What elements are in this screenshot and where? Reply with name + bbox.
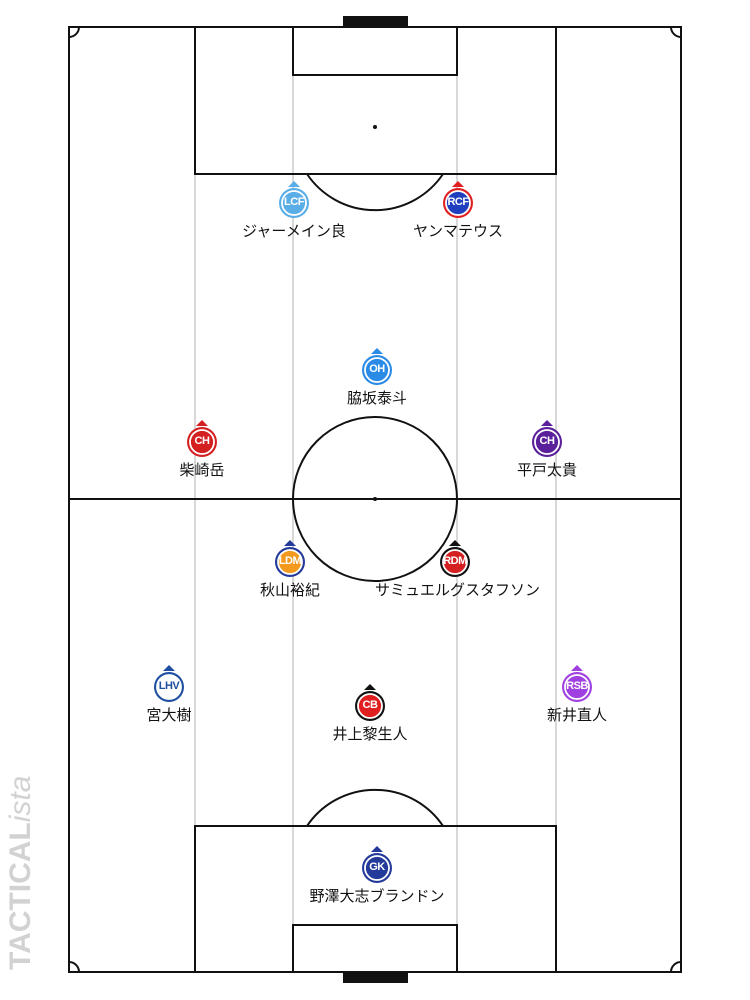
- player-marker: [562, 665, 592, 702]
- player-marker: [275, 540, 305, 577]
- player-token: LCF: [278, 180, 310, 220]
- token-circle: [277, 549, 303, 575]
- tacticalista-watermark: TACTICALista: [4, 776, 38, 970]
- token-circle: [364, 855, 390, 881]
- direction-arrow: [364, 684, 376, 690]
- player-lcf[interactable]: LCF ジャーメイン良: [214, 180, 374, 241]
- position-label: RCF: [447, 196, 469, 208]
- player-cb[interactable]: CB 井上黎生人: [290, 683, 450, 744]
- player-name: 秋山裕紀: [259, 581, 320, 599]
- direction-arrow: [371, 846, 383, 852]
- player-name: サミュエルグスタフソン: [375, 581, 541, 599]
- position-label: LCF: [284, 196, 304, 208]
- direction-arrow: [452, 181, 464, 187]
- position-label: RSB: [566, 680, 588, 692]
- player-name: 野澤大志ブランドン: [309, 887, 445, 905]
- player-oh[interactable]: OH 脇坂泰斗: [297, 347, 457, 408]
- position-label: LHV: [158, 680, 180, 692]
- player-token: LDM: [274, 539, 306, 579]
- token-circle: [445, 190, 471, 216]
- player-marker: [532, 420, 562, 457]
- player-name: ジャーメイン良: [242, 222, 346, 240]
- direction-arrow: [371, 348, 383, 354]
- position-label: CH: [539, 435, 555, 447]
- player-marker: [154, 665, 184, 702]
- player-rdm[interactable]: RDM サミュエルグスタフソン: [375, 539, 541, 600]
- direction-arrow: [163, 665, 175, 671]
- position-label: CB: [362, 699, 378, 711]
- player-name: 柴崎岳: [179, 461, 225, 479]
- player-ch-right[interactable]: CH 平戸太貴: [467, 419, 627, 480]
- player-marker: [362, 348, 392, 385]
- token-circle: [357, 693, 383, 719]
- player-marker: [187, 420, 217, 457]
- player-token: GK: [361, 845, 393, 885]
- direction-arrow: [284, 540, 296, 546]
- player-token: CH: [531, 419, 563, 459]
- direction-arrow: [541, 420, 553, 426]
- player-name: 井上黎生人: [332, 725, 408, 743]
- player-marker: [440, 540, 470, 577]
- watermark-text-italic: ista: [4, 775, 37, 823]
- player-token: RSB: [561, 664, 593, 704]
- token-circle: [564, 674, 590, 700]
- token-circle: [442, 549, 468, 575]
- direction-arrow: [288, 181, 300, 187]
- player-token: LHV: [153, 664, 185, 704]
- position-label: OH: [369, 363, 385, 375]
- player-name: ヤンマテウス: [412, 222, 503, 240]
- token-circle: [189, 429, 215, 455]
- direction-arrow: [571, 665, 583, 671]
- player-name: 宮大樹: [146, 706, 192, 724]
- player-marker: [355, 684, 385, 721]
- position-label: LDM: [278, 555, 302, 567]
- token-circle: [156, 674, 182, 700]
- player-name: 脇坂泰斗: [346, 389, 407, 407]
- player-rcf[interactable]: RCF ヤンマテウス: [378, 180, 538, 241]
- position-label: GK: [369, 861, 385, 873]
- player-token: RCF: [442, 180, 474, 220]
- player-lhv[interactable]: LHV 宮大樹: [89, 664, 249, 725]
- player-name: 新井直人: [546, 706, 607, 724]
- player-rsb[interactable]: RSB 新井直人: [497, 664, 657, 725]
- player-ldm[interactable]: LDM 秋山裕紀: [210, 539, 370, 600]
- token-circle: [281, 190, 307, 216]
- player-token: RDM: [439, 539, 471, 579]
- player-marker: [362, 846, 392, 883]
- player-name: 平戸太貴: [516, 461, 577, 479]
- player-token: CB: [354, 683, 386, 723]
- player-token: OH: [361, 347, 393, 387]
- token-circle: [534, 429, 560, 455]
- token-circle: [364, 357, 390, 383]
- player-marker: [443, 181, 473, 218]
- position-label: RDM: [443, 555, 467, 567]
- player-marker: [279, 181, 309, 218]
- position-label: CH: [194, 435, 210, 447]
- player-ch-left[interactable]: CH 柴崎岳: [122, 419, 282, 480]
- player-gk[interactable]: GK 野澤大志ブランドン: [297, 845, 457, 906]
- player-token: CH: [186, 419, 218, 459]
- watermark-text-bold: TACTICAL: [4, 822, 37, 970]
- direction-arrow: [196, 420, 208, 426]
- direction-arrow: [449, 540, 461, 546]
